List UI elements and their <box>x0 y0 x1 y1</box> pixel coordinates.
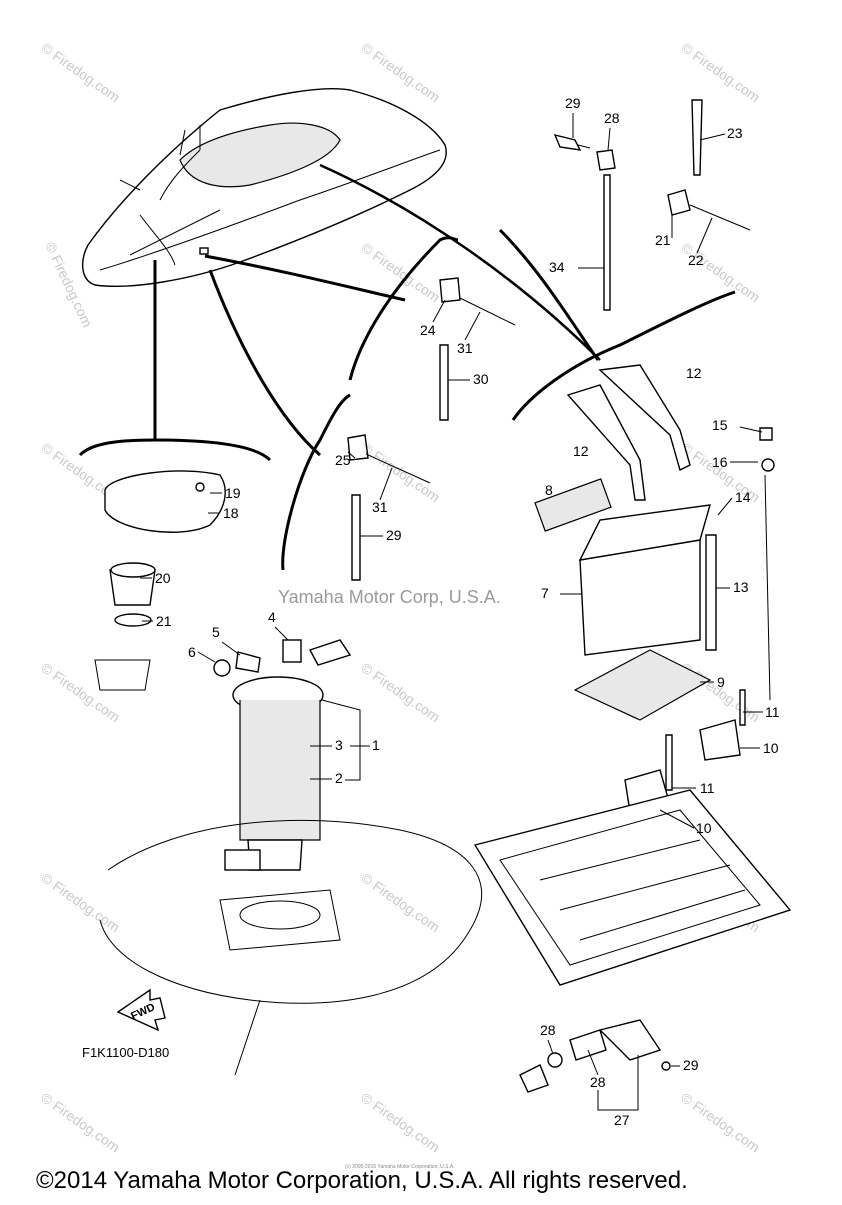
callout-21: 27 <box>614 1112 630 1128</box>
callout-3: 3 <box>335 737 343 753</box>
battery-group <box>534 364 775 813</box>
callout-8: 8 <box>545 482 553 498</box>
clip-parts-top <box>347 99 751 581</box>
callout-6: 6 <box>188 644 196 660</box>
callout-28: 25 <box>335 452 351 468</box>
tiny-notice: (c) 2005-2015 Yamaha Motor Corporation, … <box>345 1164 455 1170</box>
watermark: © Firedog.com <box>678 659 763 725</box>
callout-11: 11 <box>700 780 715 796</box>
callout-9: 9 <box>717 674 725 690</box>
watermark: © Firedog.com <box>358 1089 443 1155</box>
callout-32: 28 <box>604 110 620 126</box>
callout-16: 16 <box>712 454 728 470</box>
callout-10: 10 <box>763 740 779 756</box>
watermark: © Firedog.com <box>678 39 763 105</box>
callout-18: 19 <box>225 485 241 501</box>
copyright-notice: ©2014 Yamaha Motor Corporation, U.S.A. A… <box>36 1167 688 1194</box>
watermark: © Firedog.com <box>678 1089 763 1155</box>
callout-23: 28 <box>540 1022 556 1038</box>
leader-lines <box>78 163 736 571</box>
hull-lower <box>99 789 792 1076</box>
callout-labels: 29 28 23 21 22 34 24 31 30 12 12 15 16 1… <box>155 95 780 1128</box>
watermark: © Firedog.com <box>358 39 443 105</box>
watermark: © Firedog.com <box>38 1089 123 1155</box>
watermark: © Firedog.com <box>678 239 763 305</box>
fwd-arrow: FWD <box>116 988 166 1032</box>
callout-12: 12 <box>686 365 702 381</box>
cover-parts-left <box>94 470 226 691</box>
callout-14: 14 <box>735 489 751 505</box>
watermark: © Firedog.com <box>38 869 123 935</box>
callout-4: 4 <box>268 609 276 625</box>
fuel-pump <box>213 639 352 871</box>
figure-code: F1K1100-D180 <box>82 1045 169 1060</box>
callout-25: 21 <box>655 232 671 248</box>
callout-22: 28 <box>590 1074 606 1090</box>
callout-10: 10 <box>696 820 712 836</box>
watermark: © Firedog.com <box>358 659 443 725</box>
watermark: © Firedog.com <box>358 439 443 505</box>
callout-31: 31 <box>457 340 473 356</box>
watermark: © Firedog.com <box>38 659 123 725</box>
callout-27: 23 <box>727 125 743 141</box>
callout-29: 29 <box>386 527 402 543</box>
callout-15: 15 <box>712 417 728 433</box>
watermark: © Firedog.com <box>38 39 123 105</box>
callout-30: 30 <box>473 371 489 387</box>
callout-11: 11 <box>765 704 780 720</box>
callout-34: 34 <box>549 259 565 275</box>
callout-1: 1 <box>372 737 380 753</box>
callout-5: 5 <box>212 624 220 640</box>
callout-28: 24 <box>420 322 436 338</box>
callout-12: 12 <box>573 443 589 459</box>
callout-31: 31 <box>372 499 388 515</box>
callout-leaders <box>140 113 763 1111</box>
callout-2: 2 <box>335 770 343 786</box>
callout-7: 7 <box>541 585 549 601</box>
callout-33: 29 <box>565 95 581 111</box>
callout-20: 21 <box>156 613 172 629</box>
callout-19: 20 <box>155 570 171 586</box>
callout-26: 22 <box>688 252 704 268</box>
callout-17: 18 <box>223 505 239 521</box>
watercraft-illustration <box>82 88 447 287</box>
callout-13: 13 <box>733 579 749 595</box>
watermark: © Firedog.com <box>358 869 443 935</box>
corp-watermark: Yamaha Motor Corp, U.S.A. <box>278 587 501 607</box>
callout-24: 29 <box>683 1057 699 1073</box>
drain-plug <box>519 1019 671 1093</box>
